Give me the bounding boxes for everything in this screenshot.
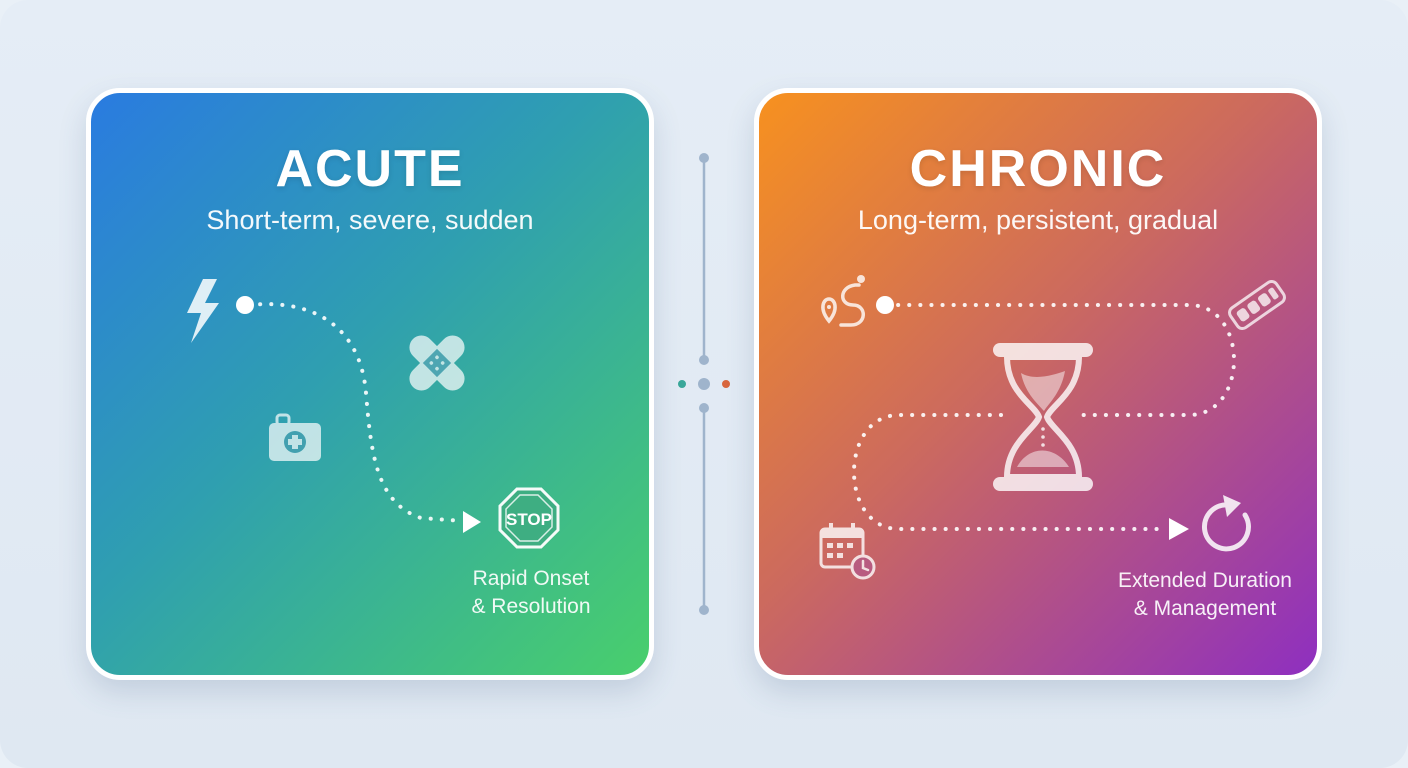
acute-caption: Rapid Onset & Resolution [431,565,631,621]
chronic-timeline-path-bottom [852,413,1169,531]
calendar-clock-icon [819,523,876,580]
acute-arrow-head [463,511,481,533]
acute-caption-line1: Rapid Onset [472,567,590,590]
chronic-title: CHRONIC [909,140,1167,198]
chronic-subtitle: Long-term, persistent, gradual [857,205,1219,235]
chronic-start-dot [876,296,894,314]
chronic-panel: CHRONIC Long-term, persistent, gradual [754,88,1322,680]
first-aid-kit-icon [269,413,321,461]
chronic-arrow-head [1169,518,1189,540]
bandage-icon [409,335,465,391]
acute-timeline-path [247,302,465,523]
chronic-caption-line1: Extended Duration [1118,569,1292,592]
chronic-illustration [819,275,1286,580]
acute-caption-line2: & Resolution [471,595,591,618]
hourglass-icon [993,343,1093,491]
chronic-caption-line2: & Management [1133,597,1277,620]
chronic-caption: Extended Duration & Management [1085,567,1317,623]
refresh-icon [1202,495,1251,552]
route-icon [821,275,865,327]
acute-start-dot [236,296,254,314]
acute-illustration: STOP [187,279,560,549]
acute-panel: ACUTE Short-term, severe, sudden [86,88,654,680]
lightning-icon [187,279,219,343]
stop-sign-icon: STOP [498,487,560,549]
stop-sign-text: STOP [506,510,552,529]
acute-subtitle: Short-term, severe, sudden [206,205,534,235]
acute-title: ACUTE [275,140,465,198]
pill-pack-icon [1228,279,1286,331]
